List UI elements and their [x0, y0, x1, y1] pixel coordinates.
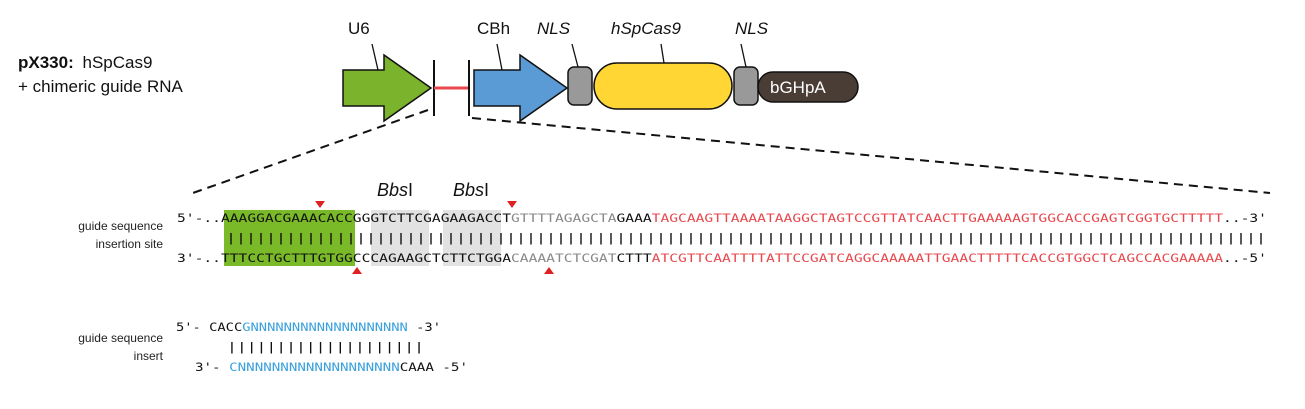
insertion-top-suffix: ..-3': [1223, 211, 1267, 225]
cas9-box: [593, 62, 733, 110]
bbs1-b-italic: Bbs: [453, 180, 484, 200]
cut-marker-top-left: [315, 201, 325, 208]
cut-marker-top-right: [507, 201, 517, 208]
u6-label-leader: [371, 43, 379, 71]
bbs1-site-b-label: BbsI: [453, 180, 489, 200]
insertion-bottom-black: CTTT: [617, 251, 652, 265]
nls-right-label: NLS: [735, 19, 769, 38]
nls-right-box: [733, 66, 759, 106]
cas9-label: hSpCas9: [611, 19, 681, 38]
protospacer-highlight: [224, 210, 355, 266]
insertion-top-scaffold: TAGCAAGTTAAAATAAGGCTAGTCCGTTATCAACTTGAAA…: [652, 211, 1223, 225]
u6-promoter-arrow: [342, 53, 433, 123]
cut-marker-bottom-left: [352, 267, 362, 274]
insertion-bottom-gray: CAAAATCTCGAT: [511, 251, 617, 265]
nls-left-label: NLS: [537, 19, 571, 38]
u6-label: U6: [348, 19, 370, 38]
bbs1-a-suffix: I: [408, 180, 413, 200]
insert-top-prefix: 5'- CACC: [176, 320, 242, 334]
insertion-top-prefix: 5'-..: [177, 211, 221, 225]
bbs1-b-suffix: I: [484, 180, 489, 200]
cut-marker-bottom-right: [544, 267, 554, 274]
insertion-bottom-protospacer: TTTCCTGCTTTGTGG: [221, 251, 353, 265]
cbh-promoter-arrow: [473, 53, 569, 123]
nls-left-box: [567, 66, 593, 106]
insert-label-2: insert: [134, 349, 164, 363]
insertion-site-label-1: guide sequence: [78, 219, 163, 233]
insert-bottom-suffix: CAAA -5': [400, 360, 468, 374]
zoom-line-left: [189, 109, 429, 195]
plasmid-name: pX330:: [18, 53, 74, 72]
nls-right-leader: [740, 43, 747, 68]
plasmid-cas-label: hSpCas9: [82, 53, 152, 72]
plasmid-title: pX330: hSpCas9: [18, 53, 152, 72]
insertion-bottom-scaffold: ATCGTTCAATTTTATTCCGATCAGGCAAAAATTGAACTTT…: [652, 251, 1223, 265]
cbh-label: CBh: [477, 19, 510, 38]
zoom-line-right: [471, 117, 1271, 194]
insert-base-pairs: ||||||||||||||||||||: [227, 340, 424, 354]
nls-left-leader: [571, 43, 579, 68]
insertion-base-pairs: ||||||||||||||||||||||||||||||||||||||||…: [226, 231, 1266, 245]
insertion-bottom-suffix: ..-5': [1223, 251, 1267, 265]
insertion-bottom-prefix: 3'-..: [177, 251, 221, 265]
insert-top-suffix: -3': [408, 320, 441, 334]
bbs1-a-italic: Bbs: [377, 180, 408, 200]
bbs1-site-a-highlight: [371, 210, 429, 266]
insertion-top-gray: GTTTTAGAGCTA: [511, 211, 617, 225]
insertion-bottom-bbs1: CCCAGAAGCTCTTCTGGA: [353, 251, 511, 265]
insert-top-guide: GNNNNNNNNNNNNNNNNNNN: [242, 320, 408, 334]
insertion-top-bbs1: GGGTCTTCGAGAAGACCT: [353, 211, 511, 225]
cbh-label-leader: [496, 43, 503, 71]
insert-bottom-prefix: 3'-: [195, 360, 229, 374]
insertion-top-protospacer: AAAGGACGAAACACC: [221, 211, 353, 225]
insertion-site-label-2: insertion site: [96, 237, 164, 251]
polya-box: [757, 71, 859, 103]
insert-bottom-guide: CNNNNNNNNNNNNNNNNNNN: [229, 360, 400, 374]
bbs1-site-b-highlight: [443, 210, 501, 266]
insertion-top-black: GAAA: [617, 211, 652, 225]
polya-label: bGHpA: [770, 78, 826, 97]
plasmid-subtitle: + chimeric guide RNA: [18, 77, 184, 96]
bbs1-site-a-label: BbsI: [377, 180, 413, 200]
cas9-leader: [660, 43, 665, 64]
insert-label-1: guide sequence: [78, 331, 163, 345]
